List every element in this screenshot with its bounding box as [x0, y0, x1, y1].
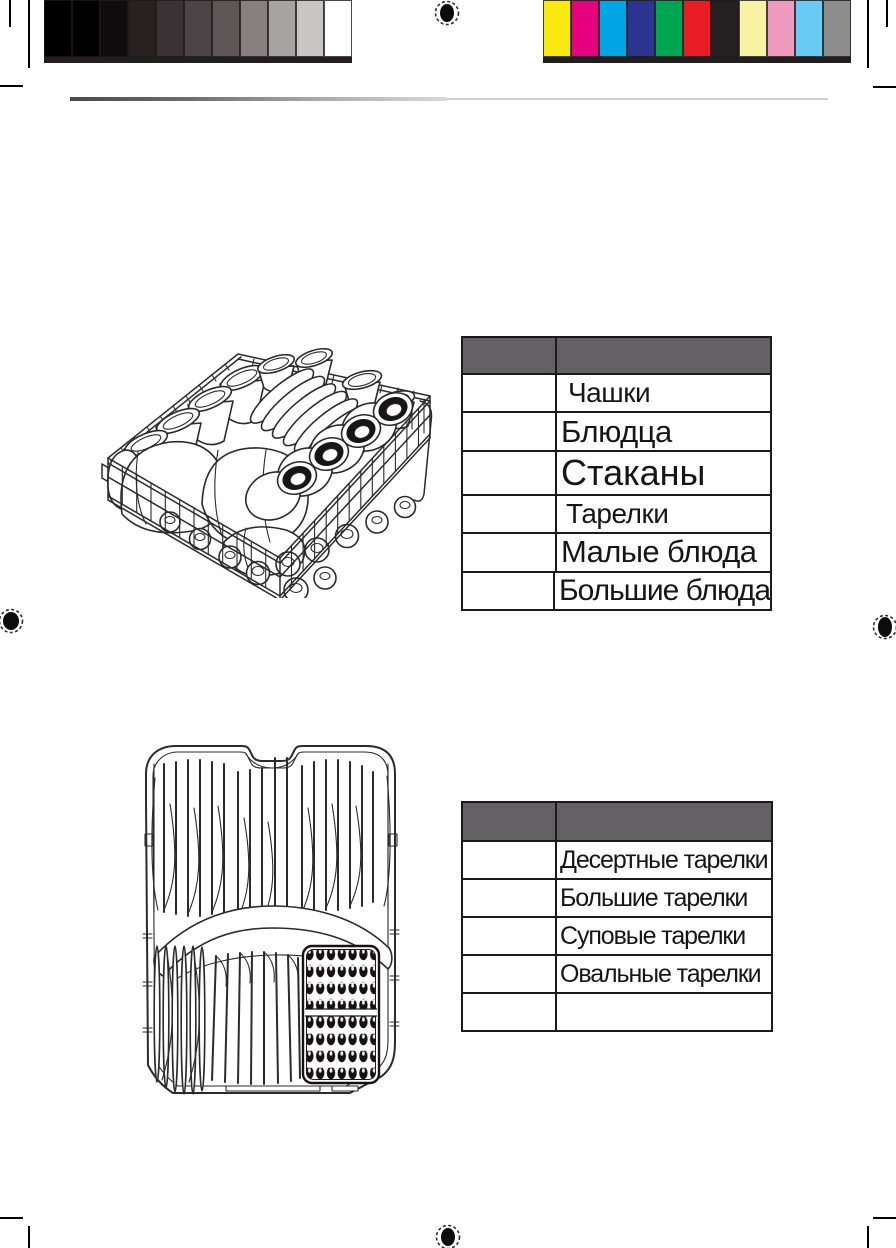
- item-cell: Большие тарелки: [560, 883, 748, 912]
- upper-rack-figure: [142, 742, 402, 1098]
- qty-cell: [463, 880, 557, 916]
- calibration-swatch: [184, 0, 212, 57]
- qty-cell: [463, 495, 557, 533]
- calibration-swatch: [767, 0, 795, 57]
- lower-rack-figure: [100, 346, 440, 603]
- item-cell: Блюдца: [561, 413, 672, 449]
- qty-cell: [463, 413, 557, 450]
- table-row: Стаканы: [463, 451, 770, 496]
- item-cell: Стаканы: [561, 451, 706, 493]
- qty-cell: [463, 534, 557, 571]
- color-calibration-bar: [543, 0, 851, 63]
- calibration-swatch: [268, 0, 296, 57]
- qty-cell: [463, 375, 557, 412]
- crop-mark: [0, 1217, 23, 1219]
- table-row: Блюдца: [463, 413, 770, 452]
- table-header-item: [557, 338, 770, 373]
- calibration-swatch: [823, 0, 851, 57]
- calibration-swatch: [156, 0, 184, 57]
- crop-mark: [867, 0, 869, 68]
- table-header-row: [463, 803, 771, 842]
- trim-tick: [886, 0, 888, 27]
- calibration-swatch: [627, 0, 655, 57]
- crop-mark: [867, 1226, 869, 1248]
- upper-plate-slats: [151, 757, 391, 929]
- item-cell: Большие блюда: [558, 573, 771, 607]
- crop-mark: [28, 1226, 30, 1248]
- table-row: Большие блюда: [463, 572, 771, 610]
- calibration-swatch: [324, 0, 352, 57]
- qty-cell: [463, 451, 557, 494]
- item-cell: Чашки: [568, 377, 651, 409]
- calibration-swatch: [296, 0, 324, 57]
- calibration-swatch: [128, 0, 156, 57]
- calibration-swatch: [711, 0, 739, 57]
- table-row: Малые блюда: [463, 534, 770, 573]
- qty-cell: [463, 842, 557, 878]
- lower-plate-slats: [153, 945, 301, 1095]
- table-header-row: [463, 338, 770, 375]
- grayscale-calibration-bar: [44, 0, 352, 63]
- upper-rack-table: Десертные тарелки Большие тарелки Суповы…: [461, 801, 773, 1032]
- calibration-swatch: [212, 0, 240, 57]
- calibration-swatch: [795, 0, 823, 57]
- item-cell: Малые блюда: [561, 534, 757, 570]
- registration-mark-icon: [872, 614, 896, 640]
- calibration-swatch: [683, 0, 711, 57]
- item-cell: [557, 994, 771, 1030]
- dishes: [107, 347, 417, 603]
- table-header-item: [557, 803, 771, 840]
- crop-mark: [0, 85, 23, 87]
- table-row: Суповые тарелки: [463, 918, 771, 956]
- table-header-qty: [463, 338, 557, 373]
- calibration-swatch: [655, 0, 683, 57]
- trim-tick: [9, 0, 11, 27]
- table-header-qty: [463, 803, 557, 840]
- calibration-swatch: [543, 0, 571, 57]
- qty-cell: [463, 572, 555, 610]
- table-row: Тарелки: [463, 495, 770, 535]
- table-row: Десертные тарелки: [463, 842, 771, 880]
- table-row: [463, 994, 771, 1030]
- table-row: Овальные тарелки: [463, 956, 771, 994]
- rack-outline: [142, 745, 400, 1094]
- header-rule-gradient: [70, 97, 447, 101]
- qty-cell: [463, 918, 557, 954]
- lower-rack-drawing: [101, 347, 433, 603]
- qty-cell: [463, 994, 557, 1030]
- table-row: Большие тарелки: [463, 880, 771, 918]
- calibration-swatch: [100, 0, 128, 57]
- item-cell: Суповые тарелки: [560, 921, 746, 950]
- item-cell: Тарелки: [566, 498, 669, 530]
- lower-rack-table: Чашки Блюдца Стаканы Тарелки Малые блюда…: [461, 336, 772, 611]
- calibration-swatch: [72, 0, 100, 57]
- crop-mark: [873, 1217, 896, 1219]
- calibration-swatch: [571, 0, 599, 57]
- basket-front-wires: [107, 395, 431, 601]
- crop-mark: [28, 0, 30, 68]
- crop-mark: [873, 86, 896, 88]
- qty-cell: [463, 956, 557, 992]
- registration-mark-icon: [0, 608, 24, 634]
- table-row: Чашки: [463, 375, 770, 414]
- calibration-swatch: [240, 0, 268, 57]
- rack-feet: [225, 1085, 359, 1092]
- cutlery-basket: [301, 944, 381, 1085]
- registration-mark-icon: [435, 1224, 461, 1248]
- calibration-swatch: [599, 0, 627, 57]
- calibration-swatch: [739, 0, 767, 57]
- upper-rack-drawing: [142, 745, 400, 1095]
- calibration-swatch: [44, 0, 72, 57]
- header-rule-thin: [447, 98, 828, 100]
- registration-mark-icon: [434, 0, 460, 26]
- item-cell: Овальные тарелки: [560, 959, 762, 988]
- item-cell: Десертные тарелки: [560, 845, 769, 874]
